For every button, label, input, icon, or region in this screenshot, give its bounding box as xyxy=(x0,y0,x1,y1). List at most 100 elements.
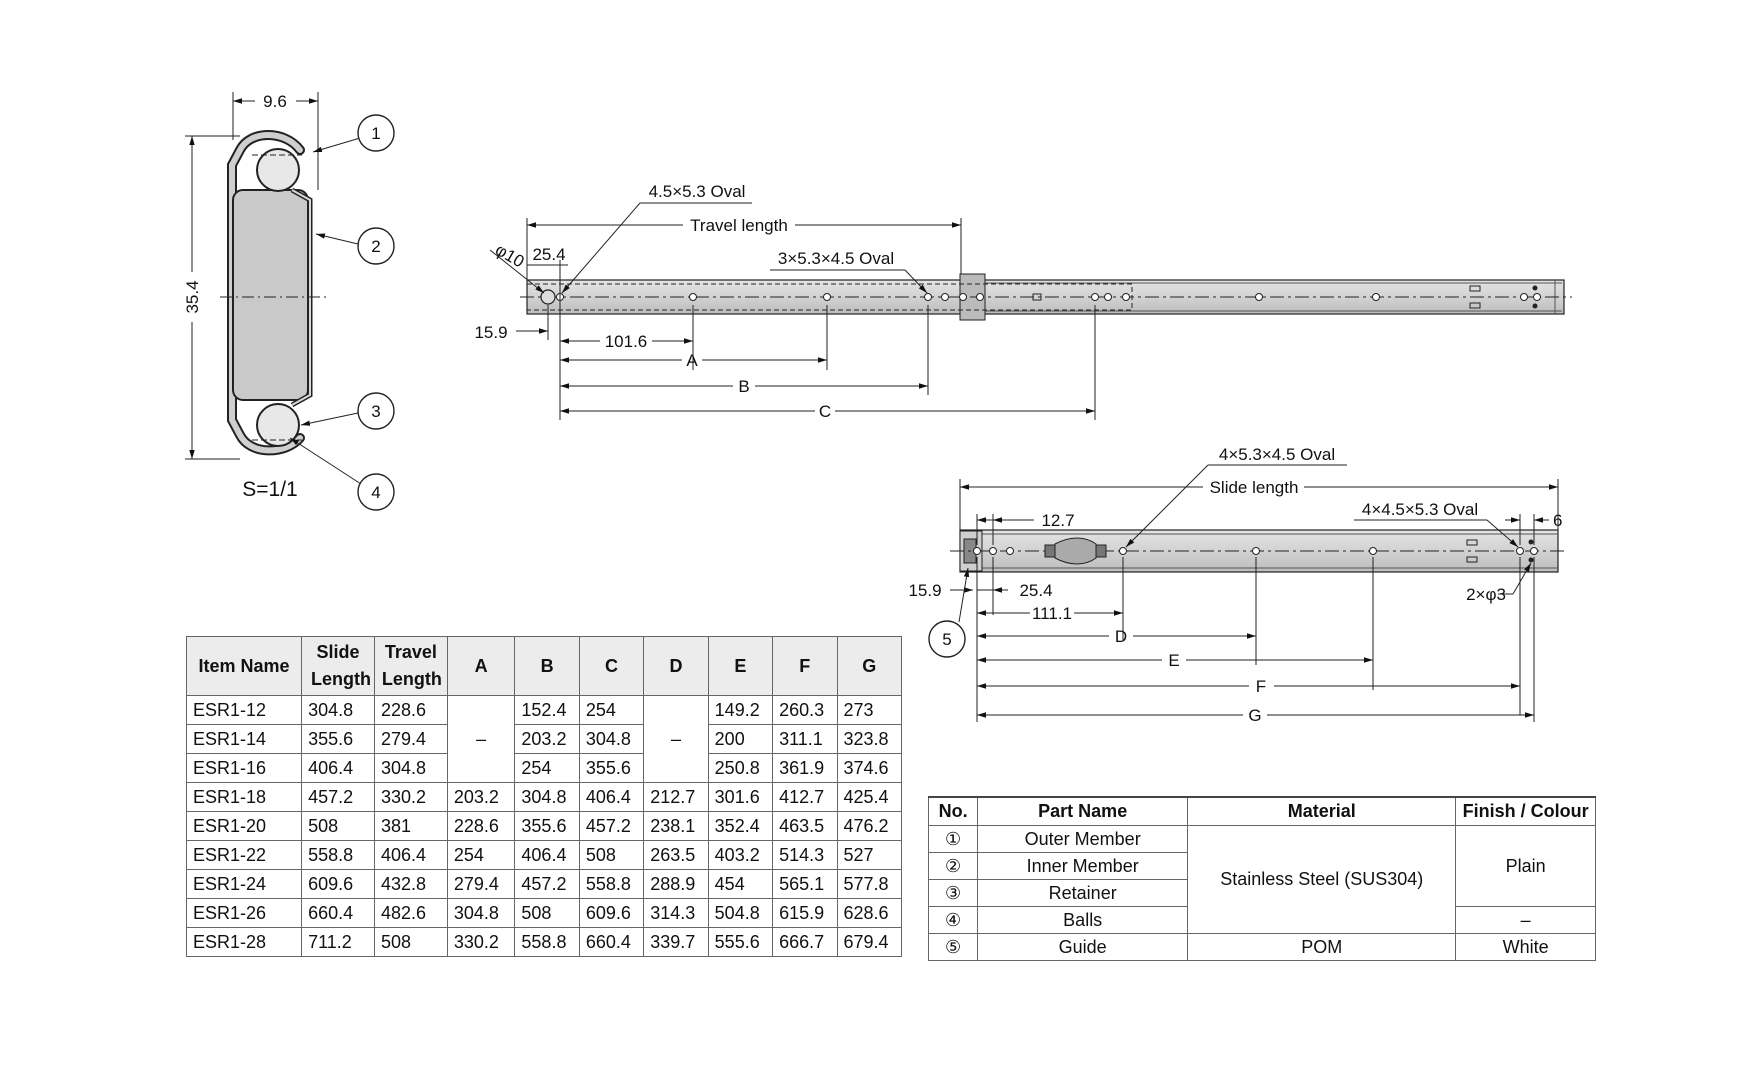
cell: 558.8 xyxy=(578,869,645,899)
cell: 304.8 xyxy=(373,753,448,783)
cell: 508 xyxy=(514,898,580,928)
cell: 304.8 xyxy=(446,898,516,928)
cell: 508 xyxy=(373,927,448,957)
top-slide-view: Travel length 4.5×5.3 Oval 3×5.3×4.5 Ova… xyxy=(474,182,1572,421)
col-slide-length-text: Slide Length xyxy=(311,642,372,689)
cell: 558.8 xyxy=(301,840,375,870)
dim-15-9-b-label: 15.9 xyxy=(908,581,941,600)
cell: 508 xyxy=(578,840,645,870)
cell: 457.2 xyxy=(514,869,580,899)
spec-header-row: Item Name Slide Length Travel Length A B… xyxy=(185,636,903,696)
col-g: G xyxy=(836,636,903,696)
cell: 577.8 xyxy=(836,869,903,899)
cell: 355.6 xyxy=(578,753,645,783)
table-row: ⑤ Guide POM White xyxy=(927,933,1596,961)
cell: 527 xyxy=(836,840,903,870)
col-d: D xyxy=(643,636,709,696)
dim-g-label: G xyxy=(1248,706,1261,725)
cell: ESR1-24 xyxy=(185,869,303,899)
cell: 228.6 xyxy=(446,811,516,841)
cell: ESR1-22 xyxy=(185,840,303,870)
dim-25-4-b-label: 25.4 xyxy=(1019,581,1052,600)
callout-3: 3 xyxy=(371,402,380,421)
oval-4x2-label: 4×4.5×5.3 Oval xyxy=(1362,500,1478,519)
cell: ESR1-12 xyxy=(185,695,303,725)
cell: 406.4 xyxy=(578,782,645,812)
cell: 355.6 xyxy=(514,811,580,841)
cell: 381 xyxy=(373,811,448,841)
height-dim-label: 35.4 xyxy=(183,280,202,313)
col-material: Material xyxy=(1187,796,1457,826)
bottom-slide-view: Slide length 4×5.3×4.5 Oval 4×4.5×5.3 Ov… xyxy=(908,445,1568,725)
table-row: ESR1-28 711.2 508 330.2 558.8 660.4 339.… xyxy=(185,927,903,957)
cell: 361.9 xyxy=(772,753,838,783)
cell: 279.4 xyxy=(373,724,448,754)
col-item-name: Item Name xyxy=(185,636,303,696)
material-steel: Stainless Steel (SUS304) xyxy=(1187,825,1457,934)
cell: 406.4 xyxy=(514,840,580,870)
col-f: F xyxy=(772,636,838,696)
cell: 152.4 xyxy=(514,695,580,725)
cell: ESR1-28 xyxy=(185,927,303,957)
dim-b-label: B xyxy=(738,377,749,396)
cell: 374.6 xyxy=(836,753,903,783)
cell: 149.2 xyxy=(707,695,774,725)
cell: 454 xyxy=(707,869,774,899)
col-a: A xyxy=(446,636,516,696)
col-slide-length: Slide Length xyxy=(301,636,375,696)
cell: 330.2 xyxy=(373,782,448,812)
cell: 304.8 xyxy=(514,782,580,812)
cell: 406.4 xyxy=(373,840,448,870)
cell: 260.3 xyxy=(772,695,838,725)
material-pom: POM xyxy=(1187,933,1457,961)
part-no: ① xyxy=(927,825,979,853)
part-no: ⑤ xyxy=(927,933,979,961)
cell: 457.2 xyxy=(578,811,645,841)
cell: 482.6 xyxy=(373,898,448,928)
part-no: ② xyxy=(927,852,979,880)
col-no: No. xyxy=(927,796,979,826)
cell: 412.7 xyxy=(772,782,838,812)
table-row: ESR1-16 406.4 304.8 254 355.6 250.8 361.… xyxy=(185,753,903,783)
travel-length-label: Travel length xyxy=(690,216,788,235)
table-row: ESR1-26 660.4 482.6 304.8 508 609.6 314.… xyxy=(185,898,903,928)
cell: ESR1-18 xyxy=(185,782,303,812)
table-row: ESR1-20 508 381 228.6 355.6 457.2 238.1 … xyxy=(185,811,903,841)
cell: ESR1-26 xyxy=(185,898,303,928)
cell: 250.8 xyxy=(707,753,774,783)
dim-15-9-label: 15.9 xyxy=(474,323,507,342)
dim-12-7-label: 12.7 xyxy=(1041,511,1074,530)
callout-2: 2 xyxy=(371,237,380,256)
col-c: C xyxy=(578,636,645,696)
oval-3-label: 3×5.3×4.5 Oval xyxy=(778,249,894,268)
dim-a-label: A xyxy=(686,351,698,370)
cell: 615.9 xyxy=(772,898,838,928)
dim-2xphi3-label: 2×φ3 xyxy=(1466,585,1506,604)
dim-111-1-label: 111.1 xyxy=(1032,604,1072,623)
cell: 212.7 xyxy=(643,782,709,812)
oval-hole-label: 4.5×5.3 Oval xyxy=(649,182,746,201)
part-name: Inner Member xyxy=(977,852,1189,880)
col-part-name: Part Name xyxy=(977,796,1189,826)
finish-dash: – xyxy=(1455,906,1596,934)
table-row: ESR1-12 304.8 228.6 – 152.4 254 – 149.2 … xyxy=(185,695,903,783)
table-row: ① Outer Member Stainless Steel (SUS304) … xyxy=(927,825,1596,934)
cell: 660.4 xyxy=(578,927,645,957)
dim-6-label: 6 xyxy=(1553,511,1562,530)
cell: 558.8 xyxy=(514,927,580,957)
cell: 254 xyxy=(446,840,516,870)
cell: 609.6 xyxy=(578,898,645,928)
cell: 508 xyxy=(301,811,375,841)
finish-white: White xyxy=(1455,933,1596,961)
cell: 504.8 xyxy=(707,898,774,928)
cell: ESR1-16 xyxy=(185,753,303,783)
table-row: ESR1-24 609.6 432.8 279.4 457.2 558.8 28… xyxy=(185,869,903,899)
cell: 323.8 xyxy=(836,724,903,754)
callout-5: 5 xyxy=(942,630,951,649)
cell: 609.6 xyxy=(301,869,375,899)
part-name: Guide xyxy=(977,933,1189,961)
part-name: Retainer xyxy=(977,879,1189,907)
dim-c-label: C xyxy=(819,402,831,421)
width-dim-label: 9.6 xyxy=(263,92,287,111)
